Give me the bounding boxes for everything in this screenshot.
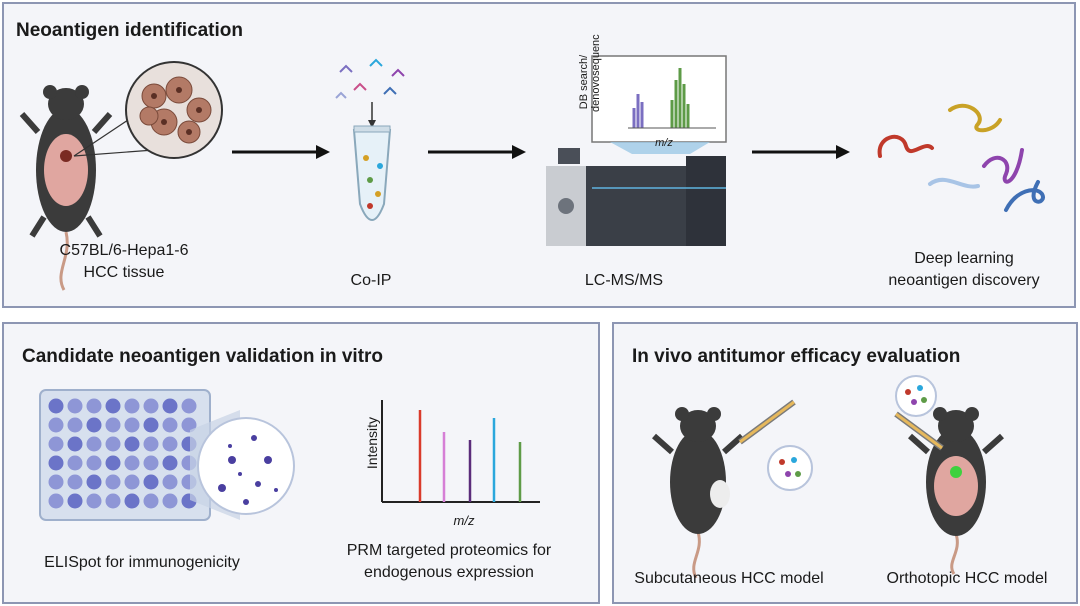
plate-well — [86, 436, 102, 452]
ms-plot-ylabel: DB search/ denovosequenc — [578, 34, 602, 112]
elispot-spot — [238, 472, 242, 476]
elispot-spot — [251, 435, 257, 441]
step-label-coip: Co-IP — [350, 272, 392, 289]
elispot-spot — [255, 481, 261, 487]
plate-well — [67, 398, 83, 414]
plate-well — [86, 493, 102, 509]
plate-well — [67, 455, 83, 471]
plate-well — [162, 417, 178, 433]
step-label-deep-learning: Deep learning neoantigen discovery — [888, 250, 1040, 289]
neoantigen-identification-panel: Neoantigen identification C57BL/6-Hepa1-… — [2, 2, 1076, 308]
plate-well — [143, 417, 159, 433]
plate-well — [86, 417, 102, 433]
plate-well — [86, 455, 102, 471]
step-label-lcms: LC-MS/MS — [584, 272, 664, 289]
plate-well — [124, 474, 140, 490]
orthotopic-mouse-illustration — [894, 375, 1004, 575]
plate-well — [105, 436, 121, 452]
subcutaneous-label: Subcutaneous HCC model — [634, 570, 824, 587]
plate-well — [143, 493, 159, 509]
plate-well — [67, 474, 83, 490]
plate-well — [162, 493, 178, 509]
ms-plot-xlabel: m/z — [655, 137, 673, 149]
panel-title: Neoantigen identification — [16, 20, 243, 41]
mouse-tumor-illustration — [19, 61, 223, 291]
plate-well — [181, 417, 197, 433]
plate-well — [162, 474, 178, 490]
prm-xlabel: m/z — [453, 513, 475, 528]
plate-well — [124, 455, 140, 471]
plate-well — [105, 417, 121, 433]
plate-well — [48, 474, 64, 490]
plate-well — [105, 455, 121, 471]
plate-well — [48, 436, 64, 452]
elispot-spot — [228, 444, 232, 448]
plate-well — [86, 474, 102, 490]
plate-well — [86, 398, 102, 414]
plate-well — [105, 493, 121, 509]
plate-well — [48, 493, 64, 509]
plate-well — [48, 398, 64, 414]
plate-well — [67, 493, 83, 509]
elispot-label: ELISpot for immunogenicity — [44, 554, 240, 571]
plate-well — [143, 455, 159, 471]
prm-ylabel: Intensity — [364, 416, 380, 470]
panel-title: Candidate neoantigen validation in vitro — [22, 346, 384, 367]
elispot-spot — [243, 499, 249, 505]
plate-well — [67, 436, 83, 452]
prm-label: PRM targeted proteomics for endogenous e… — [346, 542, 552, 581]
validation-in-vitro-panel: Candidate neoantigen validation in vitro… — [2, 322, 600, 604]
plate-well — [162, 398, 178, 414]
plate-well — [143, 436, 159, 452]
elispot-spot — [228, 456, 236, 464]
plate-well — [162, 436, 178, 452]
plate-well — [124, 398, 140, 414]
arrow-icon — [752, 145, 850, 159]
plate-well — [162, 455, 178, 471]
panel-title: In vivo antitumor efficacy evaluation — [632, 346, 961, 367]
plate-well — [105, 474, 121, 490]
plate-well — [124, 436, 140, 452]
step-label-tissue: C57BL/6-Hepa1-6 HCC tissue — [59, 242, 189, 281]
plate-well — [105, 398, 121, 414]
plate-well — [181, 398, 197, 414]
elispot-spot — [274, 488, 278, 492]
elispot-spot — [264, 456, 272, 464]
plate-well — [48, 417, 64, 433]
lc-ms-instrument-illustration — [546, 55, 727, 246]
plate-well — [124, 417, 140, 433]
elispot-spot — [218, 484, 226, 492]
subcutaneous-mouse-illustration — [652, 399, 813, 579]
plate-well — [143, 474, 159, 490]
plate-well — [124, 493, 140, 509]
plate-well — [67, 417, 83, 433]
co-ip-tube-illustration — [335, 58, 405, 221]
plate-well — [143, 398, 159, 414]
orthotopic-label: Orthotopic HCC model — [886, 570, 1048, 587]
arrow-icon — [428, 145, 526, 159]
peptide-sequences-illustration — [877, 103, 1045, 212]
prm-spectrum-chart — [381, 400, 540, 503]
arrow-icon — [232, 145, 330, 159]
plate-well — [48, 455, 64, 471]
in-vivo-efficacy-panel: In vivo antitumor efficacy evaluation Su… — [612, 322, 1078, 604]
elispot-plate-illustration — [39, 389, 295, 521]
